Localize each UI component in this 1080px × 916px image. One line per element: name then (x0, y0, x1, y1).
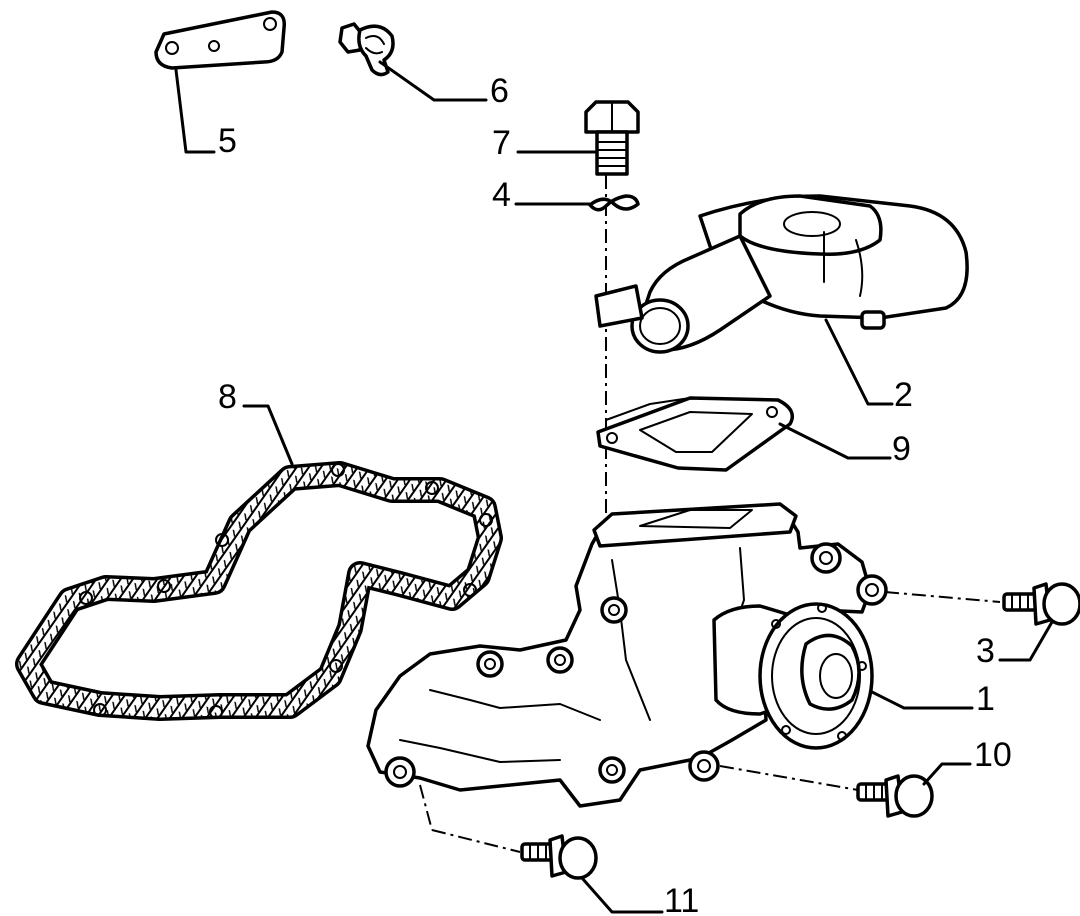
callout-7: 7 (492, 124, 511, 162)
callout-9: 9 (892, 430, 911, 468)
callout-2: 2 (894, 376, 913, 414)
part-11-bolt (520, 834, 598, 880)
assembly-center-lines (419, 175, 1001, 853)
leader-8 (242, 404, 294, 466)
leader-5 (174, 68, 216, 154)
callout-1: 1 (976, 680, 995, 718)
callout-5: 5 (218, 122, 237, 160)
callout-3: 3 (976, 632, 995, 670)
part-1-water-pump (366, 502, 888, 808)
callout-labels: 5 6 7 4 2 9 8 3 1 10 11 (218, 72, 1012, 916)
callout-11: 11 (664, 882, 699, 916)
part-7-bolt (584, 100, 640, 176)
part-3-bolt (1002, 582, 1080, 626)
leader-9 (778, 422, 892, 460)
callout-8: 8 (218, 378, 237, 416)
leader-lines (174, 60, 1054, 914)
callout-6: 6 (490, 72, 509, 110)
callout-10: 10 (974, 736, 1012, 774)
leader-11 (580, 876, 664, 914)
leader-3 (998, 620, 1054, 662)
leader-2 (824, 318, 894, 406)
leader-6 (378, 60, 488, 102)
part-4-spring-washer (588, 194, 640, 212)
part-8-large-gasket (15, 461, 503, 721)
part-5-bracket-plate (154, 10, 286, 70)
part-6-hose-clip (338, 22, 395, 77)
leader-1 (870, 690, 974, 710)
part-10-bolt (856, 774, 934, 818)
part-9-thermostat-gasket (596, 396, 794, 472)
part-2-thermostat-housing (594, 194, 969, 354)
leader-10 (922, 762, 972, 786)
callout-4: 4 (492, 176, 511, 214)
